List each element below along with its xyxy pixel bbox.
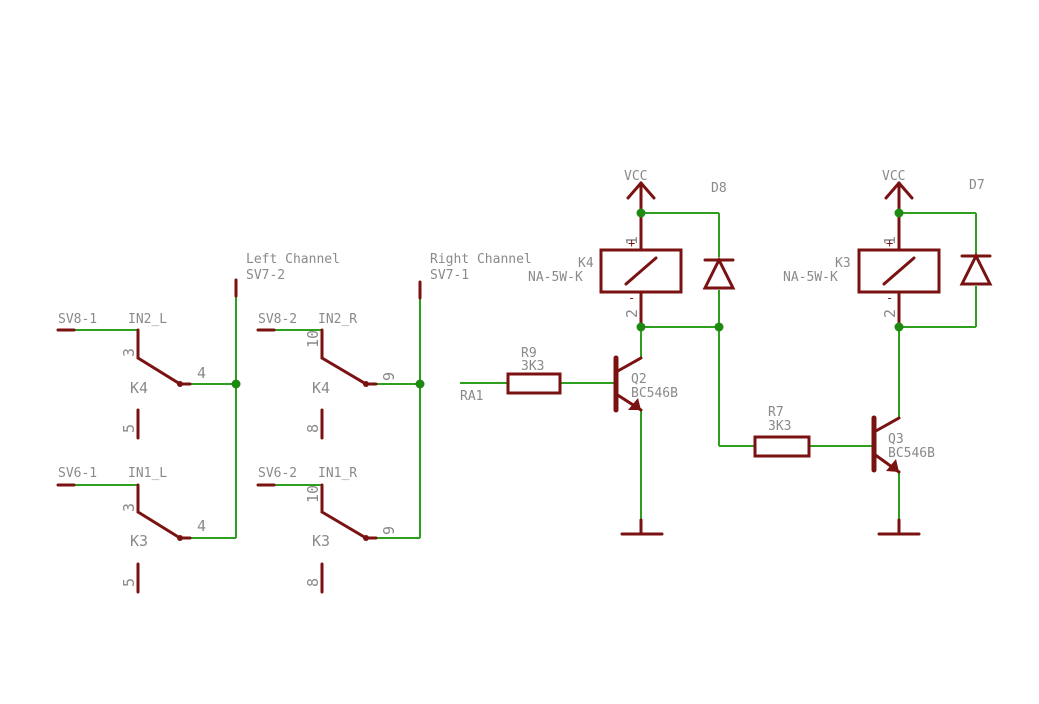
sv6-2-label: SV6-2 xyxy=(258,466,297,481)
pin-label: 1 xyxy=(623,236,641,245)
pin-label: 1 xyxy=(881,236,899,245)
vcc-label: VCC xyxy=(882,169,905,184)
diode-d7 xyxy=(959,252,993,286)
pin-label: 4 xyxy=(197,517,206,535)
junction-dots xyxy=(231,208,904,389)
pin-label: 10 xyxy=(304,330,322,348)
vcc-symbol-k3 xyxy=(884,181,914,215)
pin-label: 3 xyxy=(120,348,138,357)
plus-marker: + xyxy=(628,236,635,250)
pin-label: 8 xyxy=(304,424,322,433)
q2-label: Q2 xyxy=(631,372,647,387)
k4-coil-label: K4 xyxy=(578,256,594,271)
ra1-label: RA1 xyxy=(460,389,483,404)
in2-r-label: IN2_R xyxy=(318,312,357,327)
relay-contact-k4-left xyxy=(136,328,192,440)
transistor-q2 xyxy=(613,355,643,413)
relay-coil-k3 xyxy=(857,211,941,329)
relay-contact-k4-right xyxy=(320,328,378,440)
transistor-q3 xyxy=(871,415,901,474)
minus-marker: - xyxy=(628,291,635,305)
k4-contact-label: K4 xyxy=(312,379,330,397)
d8-label: D8 xyxy=(711,181,727,196)
k4-contact-label: K4 xyxy=(130,379,148,397)
right-channel-label: Right Channel xyxy=(430,252,532,267)
labels: Left Channel SV7-2 Right Channel SV7-1 S… xyxy=(58,169,985,587)
pin-label: 8 xyxy=(304,578,322,587)
pin-label: 2 xyxy=(623,309,641,318)
sv7-1-label: SV7-1 xyxy=(430,268,469,283)
q2-type: BC546B xyxy=(631,386,678,401)
relay-type-label: NA-5W-K xyxy=(528,270,583,285)
r9-label: R9 xyxy=(521,346,537,361)
pin-label: 10 xyxy=(304,485,322,503)
sv8-1-label: SV8-1 xyxy=(58,312,97,327)
pin-label: 5 xyxy=(120,424,138,433)
diode-d8 xyxy=(702,256,736,290)
r7-value: 3K3 xyxy=(768,419,791,434)
connector-pins xyxy=(56,278,422,487)
vcc-symbol-k4 xyxy=(626,181,656,215)
pin-label: 3 xyxy=(120,503,138,512)
pin-label: 4 xyxy=(197,364,206,382)
q3-label: Q3 xyxy=(888,432,904,447)
r7-label: R7 xyxy=(768,405,784,420)
plus-marker: + xyxy=(886,236,893,250)
k3-contact-label: K3 xyxy=(312,532,330,550)
resistor-r9 xyxy=(506,372,562,395)
in2-l-label: IN2_L xyxy=(128,312,167,327)
d7-label: D7 xyxy=(969,178,985,193)
relay-contact-k3-left xyxy=(136,483,192,594)
sv7-2-label: SV7-2 xyxy=(246,268,285,283)
pin-label: 9 xyxy=(380,526,398,535)
left-channel-label: Left Channel xyxy=(246,252,340,267)
pin-label: 5 xyxy=(120,578,138,587)
sv6-1-label: SV6-1 xyxy=(58,466,97,481)
relay-contact-k3-right xyxy=(320,483,378,594)
vcc-label: VCC xyxy=(624,169,647,184)
sv8-2-label: SV8-2 xyxy=(258,312,297,327)
relay-coil-k4 xyxy=(599,211,683,329)
k3-coil-label: K3 xyxy=(835,256,851,271)
q3-type: BC546B xyxy=(888,446,935,461)
resistor-r7 xyxy=(753,435,811,458)
relay-type-label: NA-5W-K xyxy=(783,270,838,285)
r9-value: 3K3 xyxy=(521,359,544,374)
k3-contact-label: K3 xyxy=(130,532,148,550)
in1-r-label: IN1_R xyxy=(318,466,357,481)
minus-marker: - xyxy=(886,291,893,305)
pin-label: 2 xyxy=(881,309,899,318)
pin-label: 9 xyxy=(380,372,398,381)
in1-l-label: IN1_L xyxy=(128,466,167,481)
